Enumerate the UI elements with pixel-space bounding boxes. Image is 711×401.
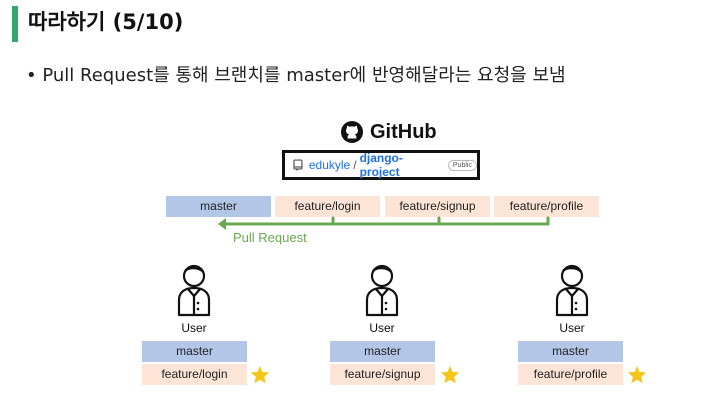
github-logo: GitHub [340,120,437,144]
user-master-branch: master [142,341,247,362]
user-label: User [181,321,207,335]
user-feature-branch: feature/login [142,364,247,385]
user-label: User [369,321,395,335]
pull-request-arrowhead [218,218,226,230]
user-feature-branch: feature/profile [518,364,623,385]
pull-request-label: Pull Request [233,230,307,245]
user-label: User [559,321,585,335]
branch-feature-profile: feature/profile [494,196,599,217]
user-feature-branch: feature/signup [330,364,435,385]
repository-header: edukyle / django-project Public [282,150,480,180]
star-icon [627,365,647,384]
visibility-badge: Public [447,159,477,171]
repo-name-link[interactable]: django-project [359,151,403,179]
user-icon [555,264,589,317]
repo-separator: / [353,158,357,172]
repo-icon [293,159,303,171]
github-logo-text: GitHub [370,120,437,143]
page-title: 따라하기 (5/10) [28,10,184,34]
user-icon [177,264,211,317]
user-master-branch: master [518,341,623,362]
branch-master: master [166,196,271,217]
user-icon [365,264,399,317]
github-octocat-icon [341,121,363,143]
title-accent-bar [12,6,18,42]
user-master-branch: master [330,341,435,362]
branch-feature-signup: feature/signup [385,196,490,217]
star-icon [250,365,270,384]
star-icon [440,365,460,384]
repo-owner-link[interactable]: edukyle [308,158,351,172]
bullet-text: • Pull Request를 통해 브랜치를 master에 반영해달라는 요… [26,65,566,86]
branch-feature-login: feature/login [275,196,380,217]
